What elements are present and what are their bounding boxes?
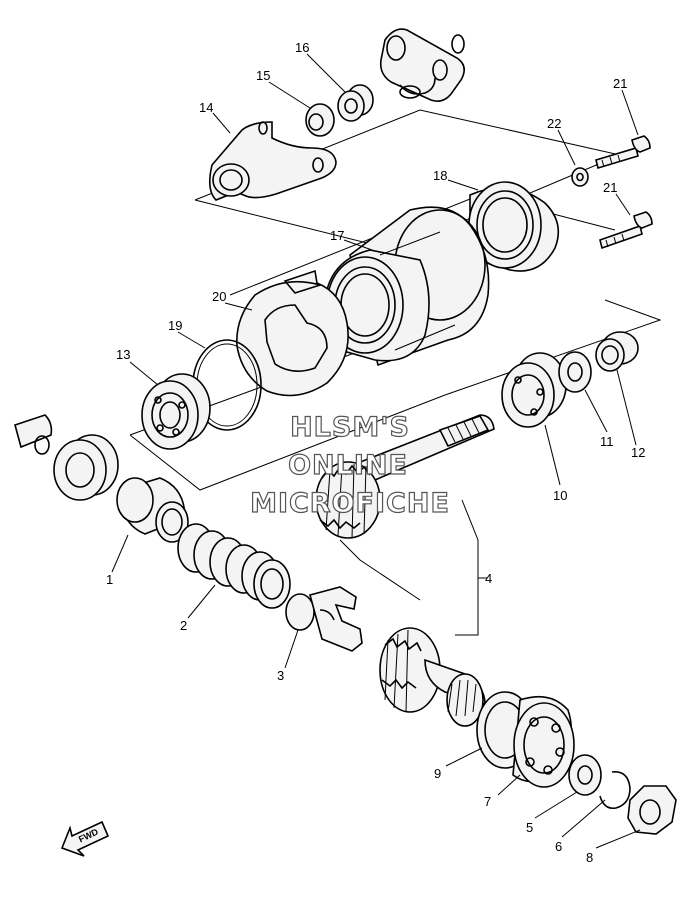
label-part-22: 22 bbox=[547, 116, 561, 131]
label-part-14: 14 bbox=[199, 100, 213, 115]
part-12-collar bbox=[595, 331, 639, 372]
label-part-21b: 21 bbox=[603, 180, 617, 195]
part-21a-bolt bbox=[595, 135, 651, 170]
label-part-19: 19 bbox=[168, 318, 182, 333]
label-part-6: 6 bbox=[555, 839, 562, 854]
watermark-line-3: MICROFICHE bbox=[250, 488, 450, 519]
part-13-bearing bbox=[141, 373, 211, 450]
part-4-pinion-shaft bbox=[315, 414, 495, 539]
label-part-4: 4 bbox=[485, 571, 492, 586]
part-2-spring bbox=[177, 523, 291, 609]
label-part-11: 11 bbox=[600, 434, 614, 449]
label-part-21a: 21 bbox=[613, 76, 627, 91]
part-labels: 1 2 3 4 5 6 7 8 9 10 11 12 13 14 15 16 1… bbox=[106, 40, 645, 865]
part-7-bearing bbox=[512, 695, 575, 788]
label-part-10: 10 bbox=[553, 488, 567, 503]
leader-lines bbox=[111, 53, 641, 849]
part-16-collar bbox=[337, 84, 374, 122]
label-part-8: 8 bbox=[586, 850, 593, 865]
watermark-line-1: HLSM'S bbox=[290, 412, 410, 443]
label-part-16: 16 bbox=[295, 40, 309, 55]
left-shaft bbox=[14, 414, 53, 455]
label-part-18: 18 bbox=[433, 168, 447, 183]
part-22-washer bbox=[571, 167, 589, 187]
part-14-yoke bbox=[208, 121, 337, 201]
part-1-bushing bbox=[116, 477, 189, 543]
label-part-15: 15 bbox=[256, 68, 270, 83]
label-part-9: 9 bbox=[434, 766, 441, 781]
label-part-3: 3 bbox=[277, 668, 284, 683]
part-15-washer bbox=[305, 103, 335, 137]
watermark: HLSM'S ONLINE MICROFICHE bbox=[249, 411, 450, 519]
part-3-clutch bbox=[285, 586, 363, 652]
label-part-2: 2 bbox=[180, 618, 187, 633]
part-10-bearing bbox=[501, 352, 567, 428]
label-part-20: 20 bbox=[212, 289, 226, 304]
part-11-washer bbox=[558, 351, 592, 393]
label-part-7: 7 bbox=[484, 794, 491, 809]
part-6-lock-washer bbox=[599, 771, 631, 810]
part-8-nut bbox=[627, 785, 677, 835]
label-part-1: 1 bbox=[106, 572, 113, 587]
part-4-ring-gear bbox=[379, 627, 486, 727]
label-part-5: 5 bbox=[526, 820, 533, 835]
label-part-17: 17 bbox=[330, 228, 344, 243]
universal-joint bbox=[379, 28, 465, 102]
label-part-13: 13 bbox=[116, 347, 130, 362]
label-part-12: 12 bbox=[631, 445, 645, 460]
left-bearing bbox=[53, 434, 119, 501]
forward-arrow-icon: FWD bbox=[60, 820, 110, 857]
part-5-washer bbox=[568, 754, 602, 796]
part-21b-bolt bbox=[599, 211, 653, 250]
part-20-plate bbox=[236, 269, 349, 397]
watermark-line-2: ONLINE bbox=[288, 450, 408, 481]
